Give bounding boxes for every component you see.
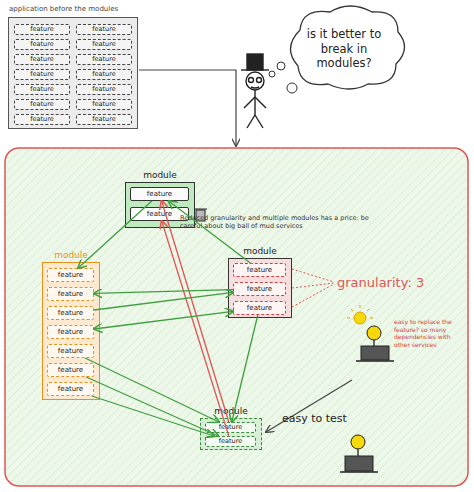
feature-box: feature: [76, 114, 132, 125]
feature-box: feature: [76, 69, 132, 80]
module-box: modulefeaturefeaturefeature: [228, 258, 292, 318]
module-heading: module: [23, 251, 119, 260]
feature-label: feature: [92, 26, 115, 33]
note-text: Reduced granularity and multiple modules…: [180, 214, 385, 230]
dependency-arrow: [85, 358, 219, 422]
feature-label: feature: [247, 286, 272, 293]
feature-box: feature: [233, 301, 286, 315]
feature-box: feature: [14, 39, 70, 50]
flow-arrow: [139, 70, 236, 146]
feature-box: feature: [233, 263, 286, 277]
feature-label: feature: [30, 41, 53, 48]
feature-box: feature: [14, 84, 70, 95]
feature-label: feature: [30, 101, 53, 108]
feature-label: feature: [30, 71, 53, 78]
module-heading: module: [106, 171, 214, 180]
feature-label: feature: [92, 101, 115, 108]
feature-box: feature: [14, 99, 70, 110]
feature-box: feature: [76, 39, 132, 50]
thinking-man: [241, 54, 269, 128]
feature-label: feature: [58, 386, 83, 393]
dependency-arrow: [169, 201, 251, 263]
dependency-arrow: [78, 201, 152, 268]
feature-box: feature: [47, 287, 94, 301]
feature-label: feature: [30, 116, 53, 123]
feature-label: feature: [219, 438, 242, 445]
thought-bubble: is it better to break in modules?: [286, 6, 402, 92]
feature-box: feature: [14, 69, 70, 80]
feature-box: feature: [233, 282, 286, 296]
module-box: modulefeaturefeature: [200, 418, 262, 450]
feature-label: feature: [147, 211, 172, 218]
feature-box: feature: [14, 114, 70, 125]
thought-dots: [269, 62, 297, 93]
feature-label: feature: [92, 86, 115, 93]
dependency-arrow: [162, 201, 229, 422]
granularity-label: granularity: 3: [337, 275, 447, 291]
feature-box: feature: [14, 54, 70, 65]
feature-box: feature: [76, 84, 132, 95]
dependency-arrow: [232, 315, 258, 422]
feature-label: feature: [30, 86, 53, 93]
feature-box: feature: [47, 306, 94, 320]
bubble-text: is it better to break in modules?: [302, 27, 386, 70]
application-box: application before the modulesfeaturefea…: [8, 17, 138, 129]
feature-label: feature: [92, 56, 115, 63]
feature-label: feature: [58, 367, 83, 374]
feature-label: feature: [247, 305, 272, 312]
container: [5, 148, 468, 486]
idea-person: [347, 305, 394, 361]
feature-label: feature: [58, 272, 83, 279]
feature-label: feature: [92, 41, 115, 48]
feature-box: feature: [76, 24, 132, 35]
module-heading: module: [209, 247, 311, 256]
hatching: [6, 149, 467, 485]
dependency-arrow: [94, 311, 233, 329]
feature-box: feature: [76, 99, 132, 110]
module-heading: module: [181, 407, 281, 416]
feature-label: feature: [58, 310, 83, 317]
feature-label: feature: [58, 291, 83, 298]
feature-label: feature: [219, 424, 242, 431]
feature-label: feature: [92, 71, 115, 78]
feature-label: feature: [247, 267, 272, 274]
dependency-arrow: [162, 221, 229, 436]
dependency-arrow: [92, 396, 214, 436]
feature-box: feature: [14, 24, 70, 35]
feature-box: feature: [47, 325, 94, 339]
test-label: easy to test: [282, 412, 362, 426]
feature-box: feature: [130, 187, 189, 201]
dependency-arrow: [94, 292, 233, 310]
module-heading: application before the modules: [9, 6, 157, 13]
dependency-arrow: [94, 290, 233, 294]
replace-note: easy to replace the feature? so many dep…: [394, 318, 466, 348]
feature-box: feature: [205, 436, 256, 447]
feature-box: feature: [47, 268, 94, 282]
feature-box: feature: [205, 422, 256, 433]
feature-label: feature: [58, 348, 83, 355]
feature-box: feature: [47, 344, 94, 358]
feature-label: feature: [147, 191, 172, 198]
feature-box: feature: [47, 382, 94, 396]
feature-box: feature: [76, 54, 132, 65]
feature-label: feature: [92, 116, 115, 123]
feature-label: feature: [30, 26, 53, 33]
thought-cloud: [290, 6, 404, 89]
dependency-arrow: [86, 377, 218, 436]
granularity-leaders: [292, 269, 334, 307]
feature-label: feature: [30, 56, 53, 63]
feature-box: feature: [47, 363, 94, 377]
tester-person: [340, 435, 378, 472]
feature-label: feature: [58, 329, 83, 336]
module-box: modulefeaturefeaturefeaturefeaturefeatur…: [42, 262, 100, 400]
